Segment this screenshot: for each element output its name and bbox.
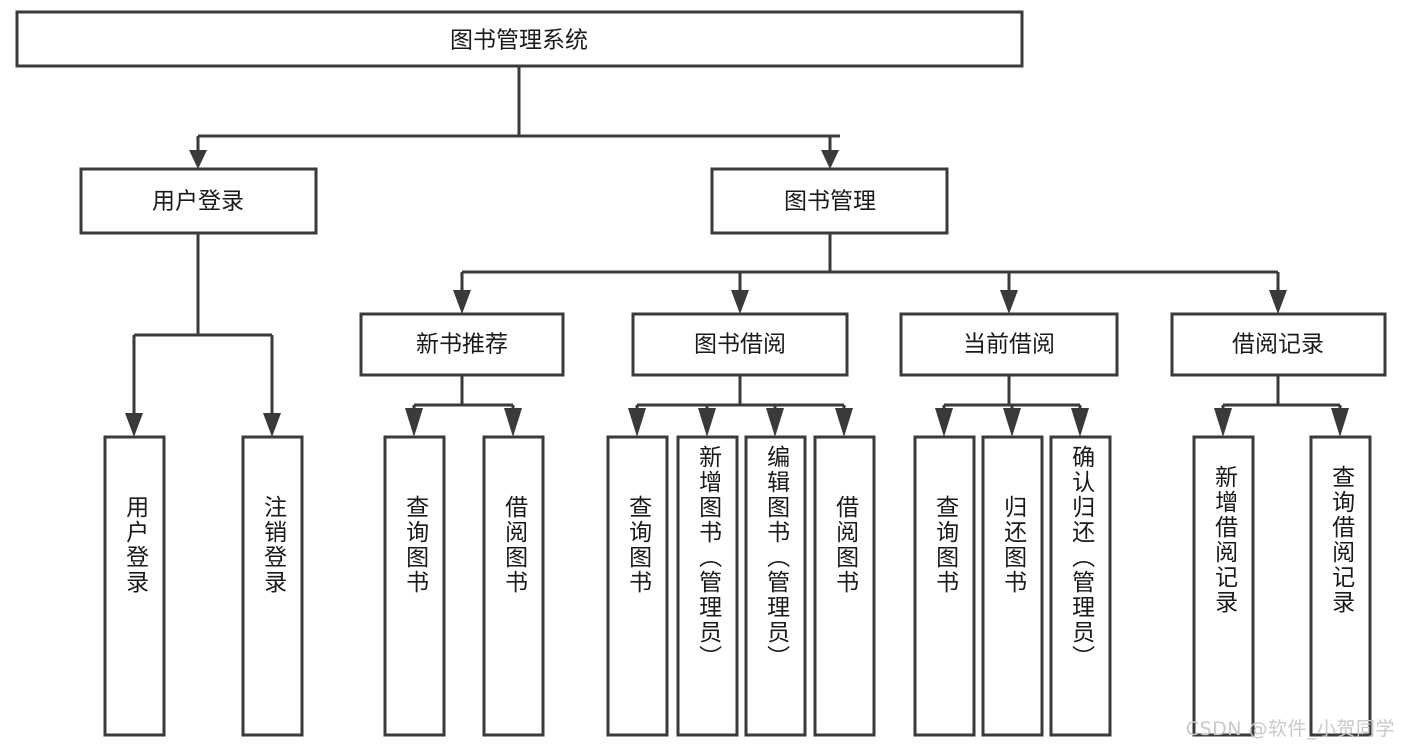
node-leaf-user-logout-box[interactable] — [241, 435, 304, 737]
node-root-box[interactable] — [15, 10, 1024, 68]
node-book-manage-label: 图书管理 — [784, 189, 876, 215]
arrow-head-leaf-borrow-book-1 — [504, 408, 522, 437]
node-current-borrow-label: 当前借阅 — [963, 332, 1055, 358]
node-leaf-return-book-box[interactable] — [981, 435, 1044, 737]
arrow-head-leaf-query-book-2 — [628, 408, 646, 437]
connector-layer — [125, 66, 1349, 437]
node-new-book-recommend-box[interactable] — [359, 312, 565, 377]
node-user-login-box[interactable] — [79, 167, 318, 235]
node-leaf-add-book-box[interactable] — [676, 435, 739, 737]
arrow-head-borrow-record — [1269, 290, 1287, 314]
arrow-head-leaf-confirm-return — [1071, 408, 1089, 437]
arrow-head-leaf-user-login — [125, 413, 143, 437]
node-book-borrow-label: 图书借阅 — [694, 332, 786, 358]
arrow-head-user-login — [189, 150, 207, 169]
arrow-head-current-borrow — [1000, 290, 1018, 314]
arrow-head-book-borrow — [731, 290, 749, 314]
node-leaf-query-book-3-box[interactable] — [913, 435, 976, 737]
node-leaf-borrow-book-1-box[interactable] — [482, 435, 545, 737]
arrow-head-leaf-add-book — [698, 408, 716, 437]
node-layer: 图书管理系统 用户登录 图书管理 新书推荐 图书借阅 当前借阅 借阅记录 — [15, 10, 1387, 737]
node-root-label: 图书管理系统 — [450, 28, 588, 54]
node-current-borrow-box[interactable] — [899, 312, 1119, 377]
node-leaf-edit-book-box[interactable] — [744, 435, 807, 737]
arrow-head-leaf-query-record — [1331, 408, 1349, 437]
arrow-head-leaf-return-book — [1003, 408, 1021, 437]
arrow-head-new-book-recommend — [453, 290, 471, 314]
node-leaf-query-book-2-box[interactable] — [606, 435, 669, 737]
node-user-login-label: 用户登录 — [152, 189, 244, 215]
arrow-head-leaf-edit-book — [766, 408, 784, 437]
node-borrow-record-label: 借阅记录 — [1232, 332, 1324, 358]
node-leaf-add-record-box[interactable] — [1192, 435, 1255, 737]
arrow-head-leaf-add-record — [1214, 408, 1232, 437]
node-leaf-confirm-return-box[interactable] — [1049, 435, 1112, 737]
arrow-head-leaf-query-book-1 — [405, 408, 423, 437]
arrow-head-leaf-user-logout — [263, 413, 281, 437]
node-leaf-query-record-box[interactable] — [1309, 435, 1372, 737]
node-leaf-user-login-box[interactable] — [103, 435, 166, 737]
node-book-manage-box[interactable] — [710, 167, 949, 235]
arrow-head-leaf-query-book-3 — [935, 408, 953, 437]
node-book-borrow-box[interactable] — [631, 312, 849, 377]
arrow-head-book-manage — [821, 150, 839, 169]
arrow-head-leaf-borrow-book-2 — [835, 408, 853, 437]
node-borrow-record-box[interactable] — [1170, 312, 1387, 377]
node-leaf-query-book-1-box[interactable] — [383, 435, 446, 737]
node-leaf-borrow-book-2-box[interactable] — [813, 435, 876, 737]
node-new-book-recommend-label: 新书推荐 — [416, 332, 508, 358]
